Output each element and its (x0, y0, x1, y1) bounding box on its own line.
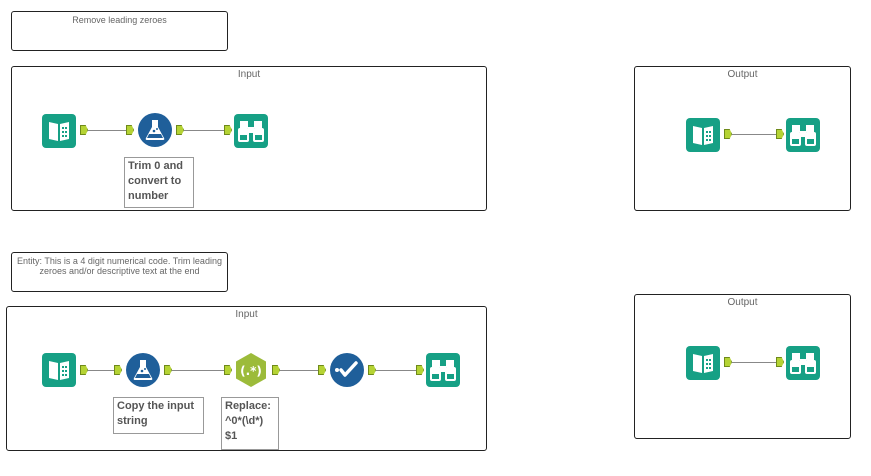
browse-tool[interactable] (785, 117, 821, 153)
input-data-tool[interactable] (685, 117, 721, 153)
browse-tool[interactable] (425, 352, 461, 388)
input-data-tool[interactable] (685, 345, 721, 381)
annotation-text: Trim 0 and convert to number (128, 160, 184, 202)
input-data-icon (42, 353, 76, 387)
output-anchor[interactable] (80, 365, 88, 375)
connection-line (184, 130, 225, 131)
tool-annotation-formula-1: Trim 0 and convert to number (124, 157, 194, 208)
output-anchor[interactable] (80, 125, 88, 135)
input-data-icon (686, 118, 720, 152)
browse-icon (426, 353, 460, 387)
input-anchor[interactable] (416, 365, 424, 375)
comment-box-entity[interactable]: Entity: This is a 4 digit numerical code… (11, 252, 228, 292)
comment-text: Remove leading zeroes (72, 15, 167, 25)
select-icon (330, 353, 364, 387)
input-data-icon (42, 114, 76, 148)
input-data-tool[interactable] (41, 352, 77, 388)
annotation-text: Replace: ^0*(\d*) $1 (225, 400, 271, 442)
input-anchor[interactable] (318, 365, 326, 375)
comment-text: Entity: This is a 4 digit numerical code… (17, 256, 222, 276)
container-title: Input (237, 69, 261, 80)
output-anchor[interactable] (164, 365, 172, 375)
container-title: Output (727, 69, 758, 80)
formula-icon (138, 113, 172, 147)
output-anchor[interactable] (368, 365, 376, 375)
output-anchor[interactable] (724, 357, 732, 367)
input-anchor[interactable] (776, 129, 784, 139)
comment-box-remove-leading-zeroes[interactable]: Remove leading zeroes (11, 11, 228, 51)
input-anchor[interactable] (224, 125, 232, 135)
output-anchor[interactable] (272, 365, 280, 375)
formula-icon (126, 353, 160, 387)
tool-annotation-regex: Replace: ^0*(\d*) $1 (221, 397, 279, 450)
connection-line (376, 370, 417, 371)
output-anchor[interactable] (176, 125, 184, 135)
input-data-tool[interactable] (41, 113, 77, 149)
regex-icon: (.*) (236, 353, 266, 387)
tool-annotation-formula-2: Copy the input string (113, 397, 204, 434)
container-title: Output (727, 297, 758, 308)
browse-tool[interactable] (233, 113, 269, 149)
connection-line (732, 362, 777, 363)
input-anchor[interactable] (224, 365, 232, 375)
svg-text:(.*): (.*) (240, 364, 262, 378)
formula-tool[interactable] (125, 352, 161, 388)
connection-line (732, 134, 777, 135)
browse-icon (786, 118, 820, 152)
input-anchor[interactable] (114, 365, 122, 375)
regex-tool[interactable]: (.*) (233, 352, 269, 388)
container-title: Input (235, 309, 258, 320)
connection-line (172, 370, 225, 371)
browse-icon (786, 346, 820, 380)
select-tool[interactable] (329, 352, 365, 388)
connection-line (280, 370, 319, 371)
output-anchor[interactable] (724, 129, 732, 139)
input-anchor[interactable] (776, 357, 784, 367)
annotation-text: Copy the input string (117, 400, 194, 427)
browse-tool[interactable] (785, 345, 821, 381)
input-anchor[interactable] (126, 125, 134, 135)
formula-tool[interactable] (137, 112, 173, 148)
input-data-icon (686, 346, 720, 380)
browse-icon (234, 114, 268, 148)
connection-line (88, 370, 115, 371)
connection-line (88, 130, 127, 131)
